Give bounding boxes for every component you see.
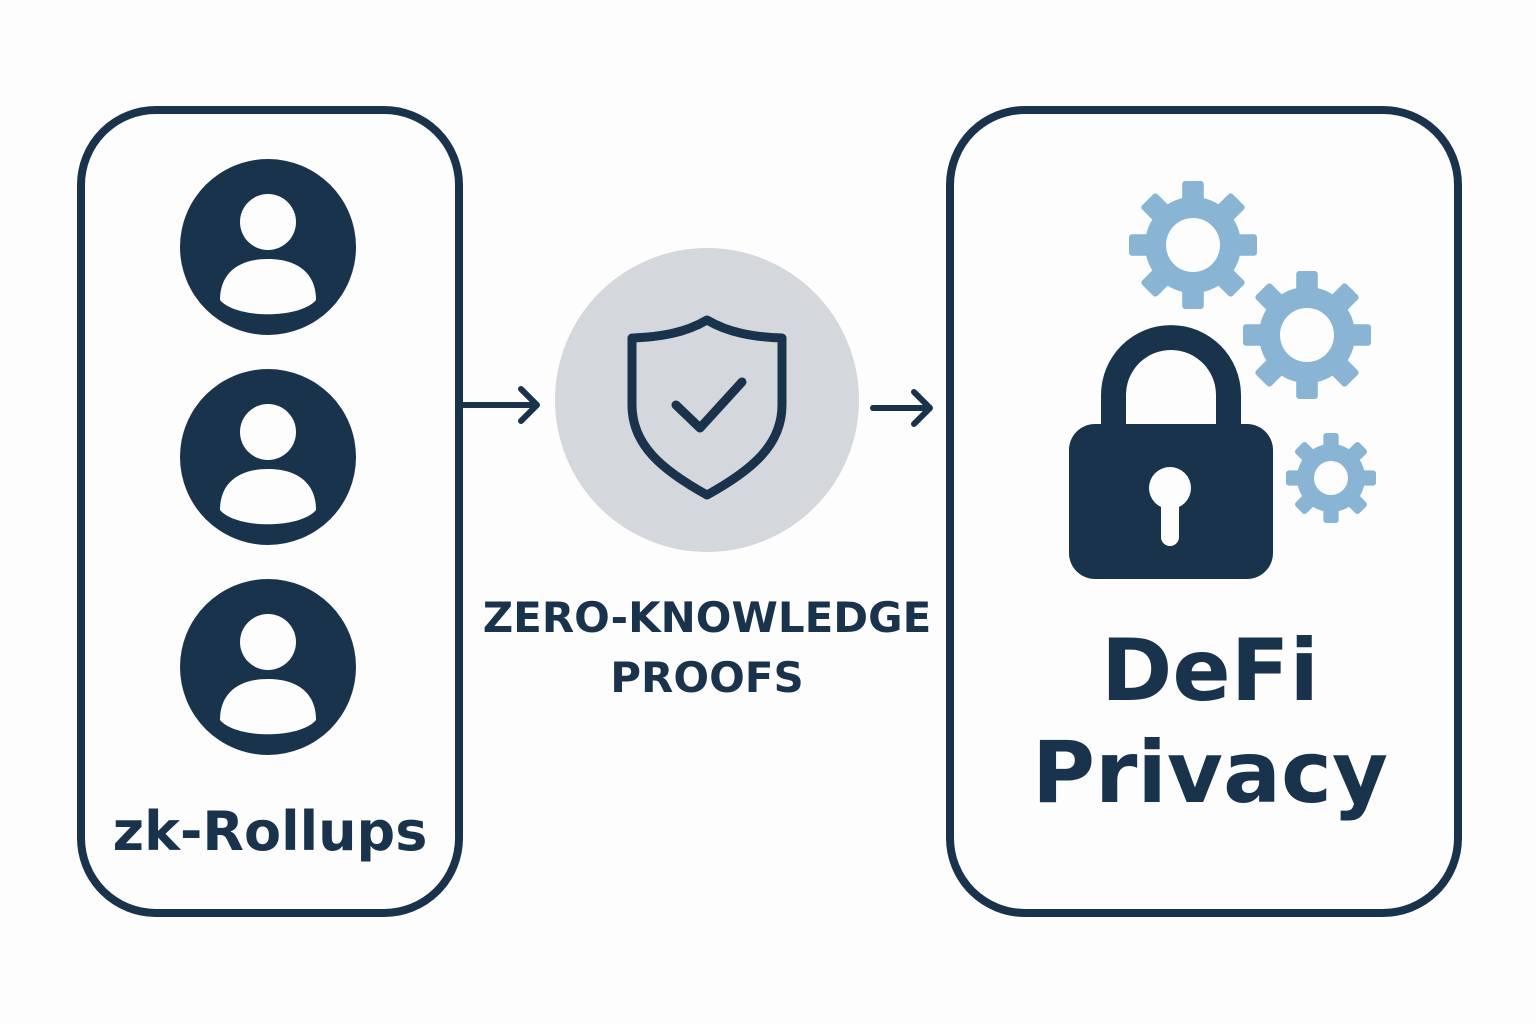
gear-icon [1129,181,1257,309]
arrow-right-icon [459,386,540,424]
user-avatar-icon [180,369,356,545]
defi-privacy-panel [946,106,1462,917]
gear-icon [1243,271,1371,399]
proof-circle [555,248,859,552]
zk-rollups-panel [77,106,463,917]
user-avatar-icon [180,159,356,335]
user-avatar-icon [180,579,356,755]
padlock-icon [1069,325,1273,579]
shield-check-icon [627,315,787,500]
privacy-label: Privacy [1032,723,1388,823]
defi-label: DeFi [1101,621,1319,721]
zk-rollups-label: zk-Rollups [113,800,428,863]
zkp-label-line1: ZERO-KNOWLEDGE [483,593,932,642]
arrow-right-icon [870,389,933,427]
gear-icon [1286,433,1376,523]
zkp-label-line2: PROOFS [610,653,803,702]
